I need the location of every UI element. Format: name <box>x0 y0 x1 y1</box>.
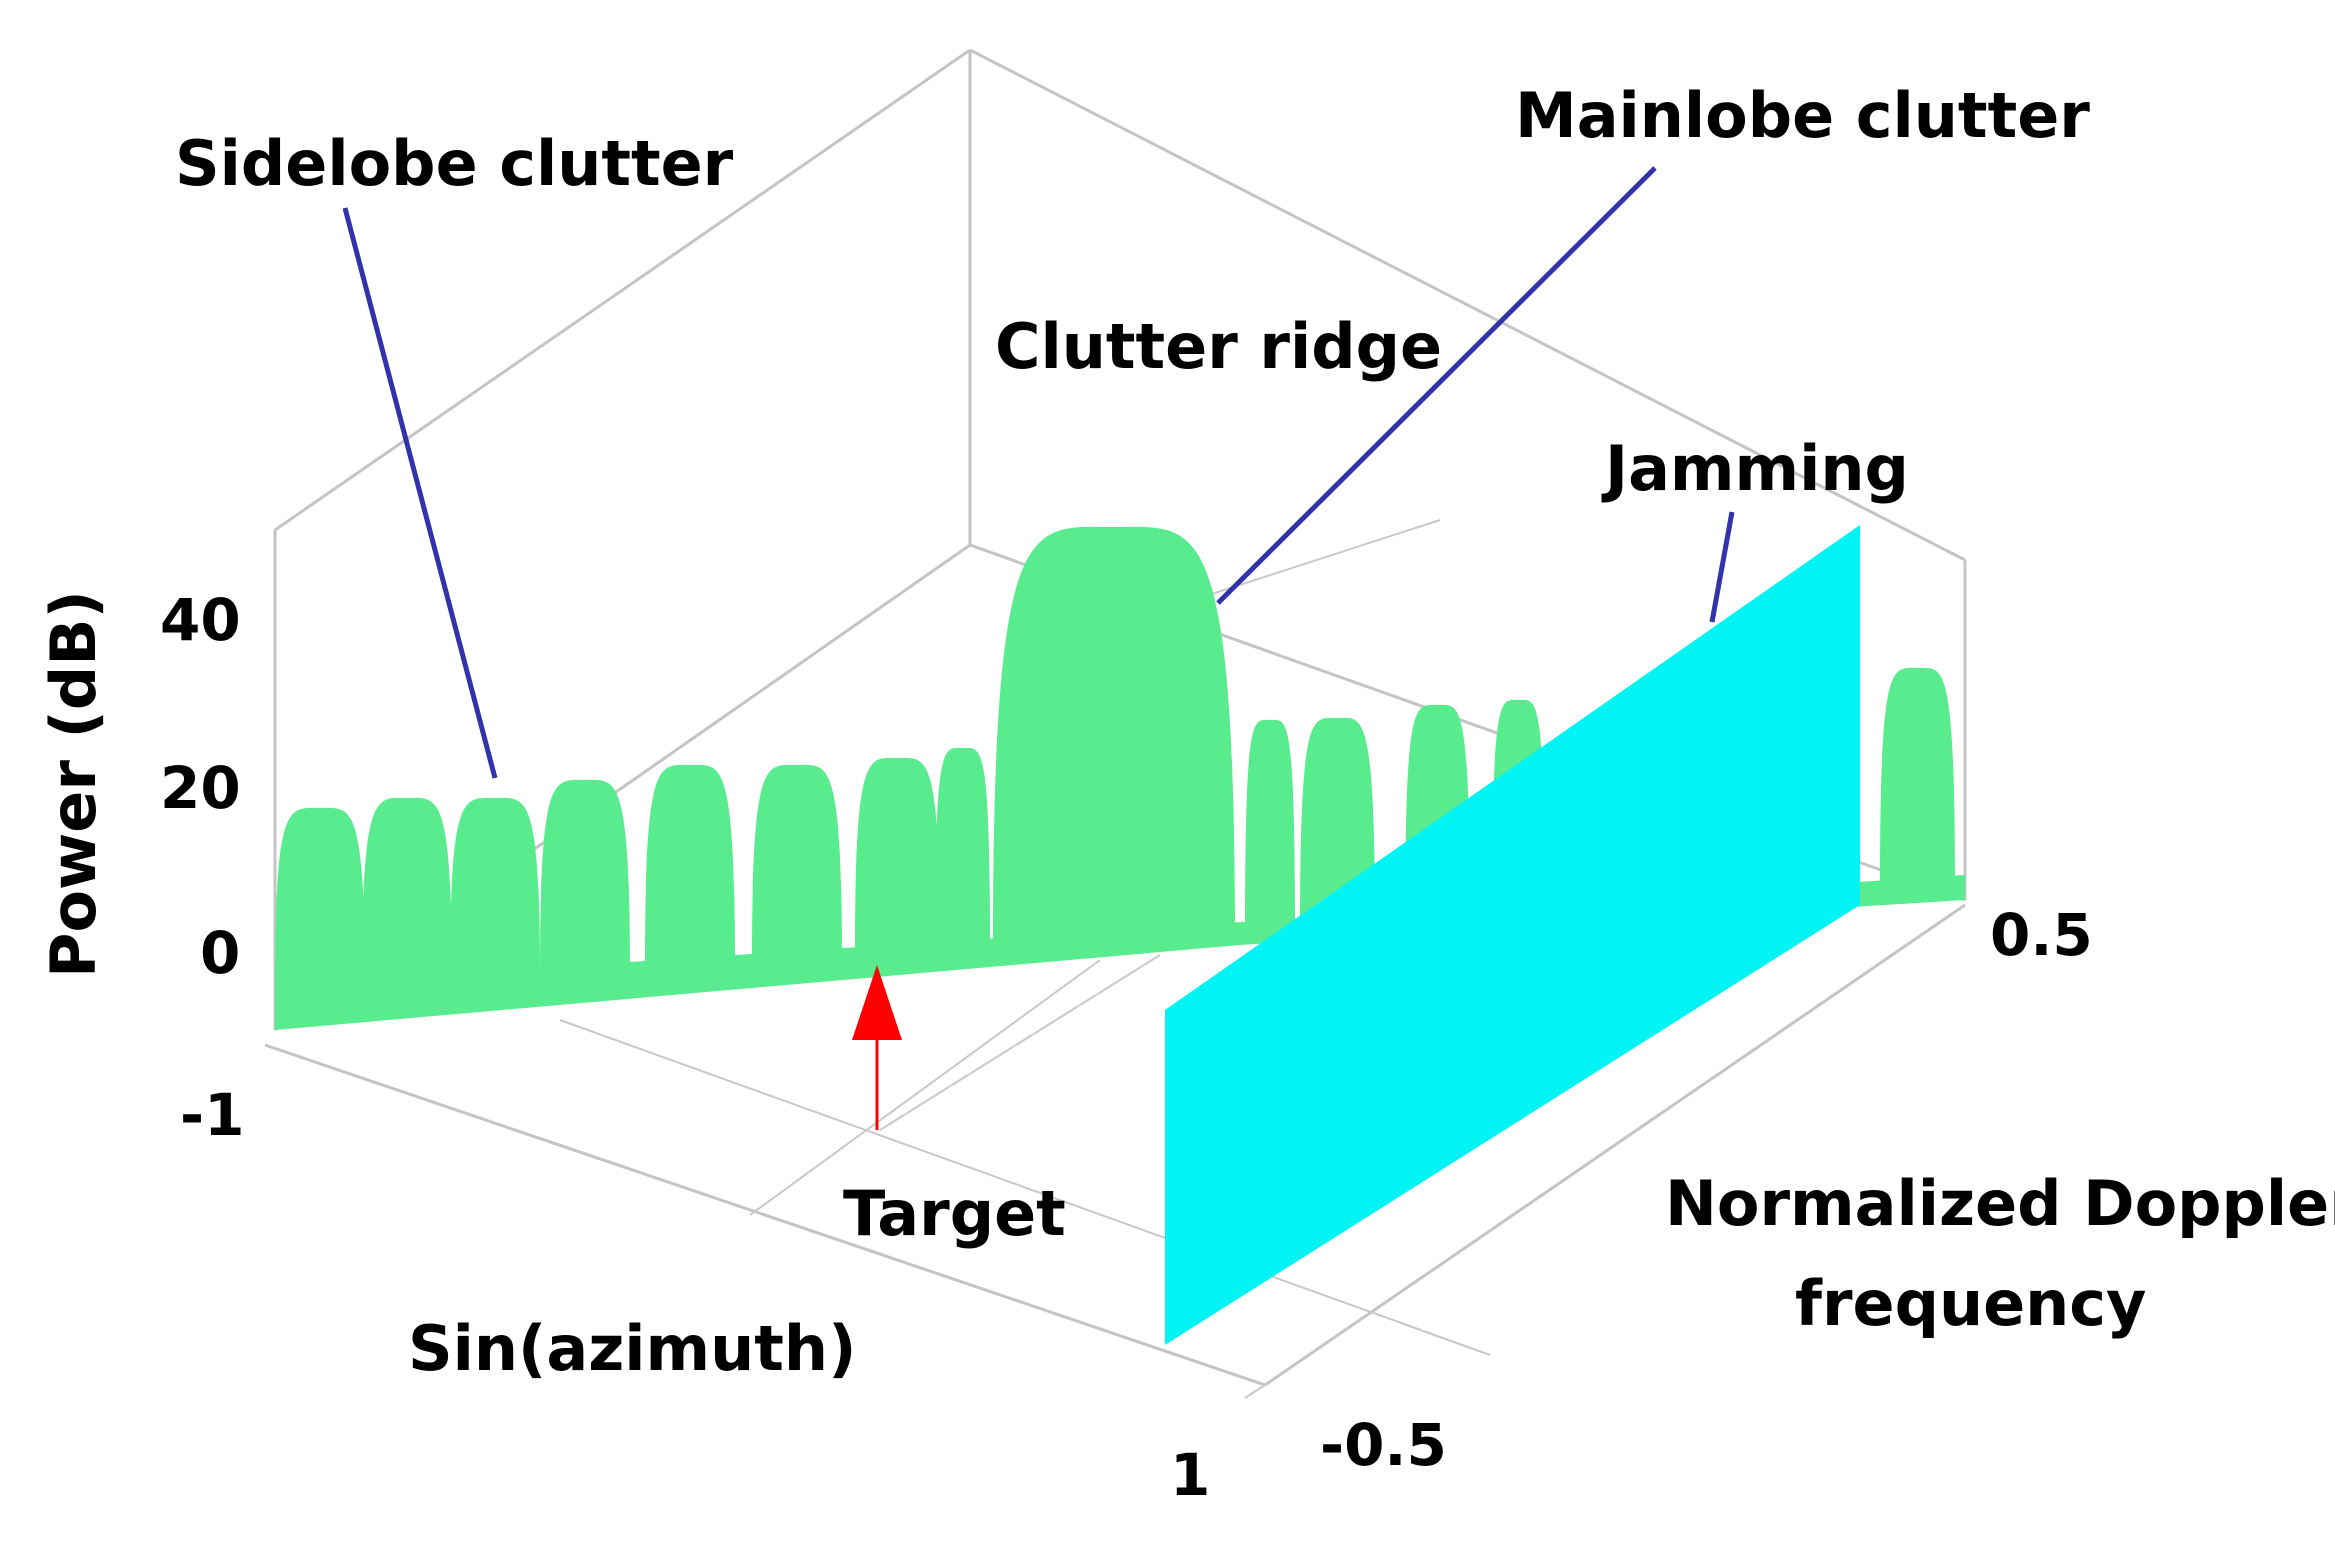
target-arrow <box>852 965 902 1130</box>
jamming-label: Jamming <box>1601 432 1909 505</box>
floor-grid-line <box>749 959 1101 1216</box>
clutter-lobe <box>450 797 540 980</box>
tick-mark <box>1244 1384 1266 1399</box>
floor-grid-line <box>559 1019 1491 1356</box>
clutter-lobe <box>935 747 990 950</box>
clutter-ridge-label: Clutter ridge <box>995 310 1442 383</box>
power-tick-label: 20 <box>160 754 241 822</box>
annotation-pointers <box>342 166 1735 779</box>
power-tick-label: 40 <box>160 586 241 654</box>
sidelobe-clutter-label: Sidelobe clutter <box>175 127 734 200</box>
clutter-lobe <box>1880 667 1955 890</box>
box-back-top-left-edge <box>274 48 971 532</box>
doppler-tick-label: 0.5 <box>1990 901 2093 969</box>
azimuth-axis-label: Sin(azimuth) <box>408 1312 856 1385</box>
target-label: Target <box>843 1177 1066 1250</box>
mainlobe-clutter-label: Mainlobe clutter <box>1515 79 2090 152</box>
clutter-lobe <box>275 807 365 990</box>
jamming-pointer-line <box>1709 511 1735 623</box>
doppler-axis-label-line1: Normalized Doppler <box>1665 1167 2335 1240</box>
target-arrow-head <box>852 965 902 1040</box>
clutter-lobe <box>993 526 1235 945</box>
clutter-lobe <box>645 764 735 968</box>
power-axis-label: Power (dB) <box>37 590 110 978</box>
box-back-top-right-edge <box>969 48 1966 562</box>
mainlobe-pointer-line <box>1216 166 1657 605</box>
box-floor-front-right-edge <box>1264 903 1966 1387</box>
doppler-tick-label: -0.5 <box>1320 1411 1447 1479</box>
doppler-axis-label-line2: frequency <box>1795 1267 2146 1340</box>
box-floor-front-left-edge <box>264 1043 1266 1387</box>
sidelobe-pointer-line <box>342 207 498 779</box>
floor-grid-line <box>879 954 1161 1131</box>
clutter-lobe <box>752 764 842 962</box>
clutter-lobe <box>362 797 452 985</box>
clutter-lobe <box>1245 719 1295 940</box>
azimuth-tick-label: -1 <box>180 1081 244 1149</box>
power-tick-label: 0 <box>200 919 240 987</box>
azimuth-tick-label: 1 <box>1170 1441 1210 1509</box>
clutter-lobe <box>540 779 630 974</box>
jamming-panel <box>1165 525 1860 1345</box>
clutter-lobe <box>855 757 940 955</box>
